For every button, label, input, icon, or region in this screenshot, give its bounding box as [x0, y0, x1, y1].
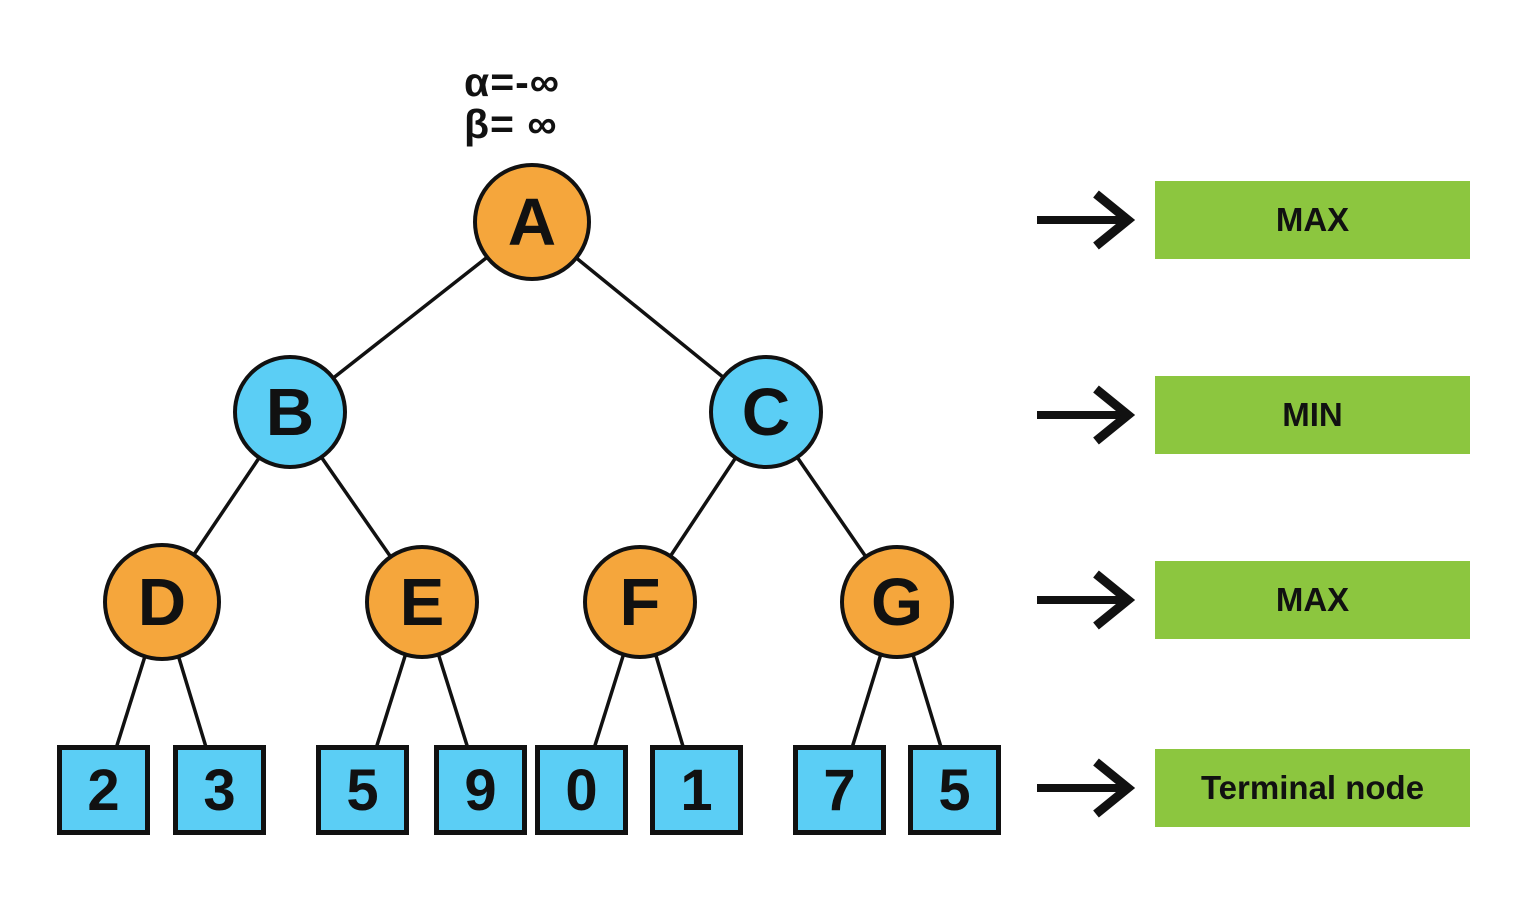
legend-label: MAX: [1275, 581, 1350, 618]
node-label: D: [137, 564, 187, 640]
terminal-value: 9: [464, 757, 497, 823]
tree-node-c: C: [709, 355, 823, 469]
terminal-node: 9: [434, 745, 527, 835]
alpha-beta-annotation: α=-∞ β= ∞: [464, 59, 561, 147]
legend-label: Terminal node: [1200, 769, 1425, 806]
tree-node-g: G: [840, 545, 954, 659]
tree-node-f: F: [583, 545, 697, 659]
node-label: G: [870, 564, 924, 640]
terminal-node: 5: [316, 745, 409, 835]
legend-box-max-level1: MAX: [1155, 181, 1470, 259]
legend-box-min-level2: MIN: [1155, 376, 1470, 454]
terminal-value: 2: [87, 757, 120, 823]
legend-label: MIN: [1282, 396, 1343, 433]
terminal-node: 1: [650, 745, 743, 835]
terminal-node: 5: [908, 745, 1001, 835]
terminal-node: 3: [173, 745, 266, 835]
tree-node-e: E: [365, 545, 479, 659]
legend-box-terminal-node: Terminal node: [1155, 749, 1470, 827]
tree-node-a: A: [473, 163, 591, 281]
terminal-node: 0: [535, 745, 628, 835]
node-label: C: [741, 374, 791, 450]
node-label: A: [507, 184, 557, 260]
terminal-value: 5: [938, 757, 971, 823]
node-label: B: [265, 374, 315, 450]
legend-box-max-level3: MAX: [1155, 561, 1470, 639]
arrow-right-icon: [1037, 570, 1136, 630]
legend-arrows: [1037, 190, 1136, 818]
tree-node-b: B: [233, 355, 347, 469]
tree-edges: [101, 220, 956, 791]
node-label: E: [399, 564, 445, 640]
legend-label: MAX: [1275, 201, 1350, 238]
arrow-right-icon: [1037, 190, 1136, 250]
terminal-node: 2: [57, 745, 150, 835]
beta-value: β= ∞: [464, 100, 558, 147]
terminal-node: 7: [793, 745, 886, 835]
terminal-value: 5: [346, 757, 379, 823]
terminal-value: 1: [680, 757, 713, 823]
arrow-right-icon: [1037, 385, 1136, 445]
tree-node-d: D: [103, 543, 221, 661]
alpha-value: α=-∞: [464, 59, 561, 105]
node-label: F: [619, 564, 661, 640]
terminal-value: 3: [203, 757, 236, 823]
arrow-right-icon: [1037, 758, 1136, 818]
terminal-value: 7: [823, 757, 856, 823]
terminal-value: 0: [565, 757, 598, 823]
